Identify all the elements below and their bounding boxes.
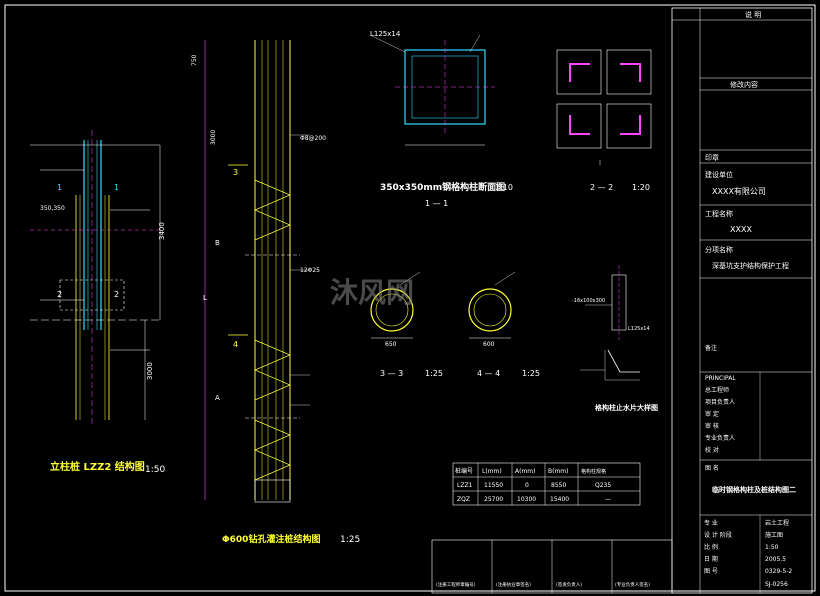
revisions-title: 修改内容 — [730, 80, 758, 89]
scale-4-4: 1:25 — [522, 369, 540, 378]
section-4: 4 — [233, 340, 238, 349]
notes-title: 说 明 — [745, 10, 761, 19]
drawing-border — [4, 4, 816, 592]
unit-label: 建设单位 — [705, 170, 733, 179]
table-cell-0-2: 0 — [525, 482, 529, 489]
table-cell-0-0: LZZ1 — [457, 482, 473, 489]
label-2-2: 2 — 2 — [590, 183, 613, 192]
dim-350: 350,350 — [40, 205, 65, 212]
label-1-1: 1 — 1 — [425, 199, 448, 208]
table-header-4: 格构柱规格 — [581, 468, 606, 475]
table-header-1: L(mm) — [482, 468, 502, 475]
section-350-drawing — [369, 34, 495, 146]
dim-750: 750 — [191, 54, 198, 66]
title-block — [671, 7, 813, 594]
table-cell-1-0: ZQZ — [457, 496, 470, 503]
subitem-label: 分项名称 — [705, 245, 733, 254]
table-header-0: 桩编号 — [455, 467, 473, 475]
section-2-left: 2 — [57, 290, 62, 299]
table-cell-1-1: 25700 — [484, 496, 503, 503]
bottom-value-1: 施工图 — [765, 531, 783, 539]
role-3: 审 定 — [705, 410, 719, 418]
footer-strip — [431, 539, 673, 594]
role-5: 专业负责人 — [705, 434, 735, 442]
role-0: PRINCIPAL — [705, 375, 736, 382]
table-cell-0-3: 8550 — [551, 482, 566, 489]
section-2-2-drawing — [556, 49, 652, 165]
title-section-350: 350x350mm钢格构柱断面图 — [380, 181, 505, 193]
role-2: 项目负责人 — [705, 398, 735, 406]
label-3-3: 3 — 3 — [380, 369, 403, 378]
label-4-4: 4 — 4 — [477, 369, 500, 378]
lzz2-elevation — [30, 130, 161, 425]
dim-3000-b: 3000 — [210, 130, 217, 145]
bottom-value-3: 2005.5 — [765, 556, 786, 563]
footer-cell-3: (专业负责人签名) — [615, 581, 650, 588]
rebar-label: 12Φ25 — [300, 267, 320, 274]
unit-value: XXXX有限公司 — [712, 186, 766, 196]
title-detail: 格构柱止水片大样图 — [595, 403, 658, 412]
dim-3400: 3400 — [158, 222, 166, 240]
watermark: 沐风网 — [330, 276, 414, 309]
project-label: 工程名称 — [705, 209, 733, 218]
bottom-label-3: 日 期 — [704, 555, 718, 563]
scale-2-2: 1:20 — [632, 183, 650, 192]
table-cell-1-4: — — [605, 496, 611, 503]
section-3: 3 — [233, 168, 238, 177]
project-value: XXXX — [730, 225, 752, 234]
role-6: 校 对 — [705, 446, 719, 454]
dim-b: B — [215, 239, 220, 247]
role-4: 审 核 — [705, 422, 719, 430]
plate-label: -16x100x300 — [572, 298, 605, 304]
section-1-left: 1 — [57, 183, 62, 192]
footer-cell-1: (注册执业章签名) — [496, 581, 531, 588]
bottom-label-4: 图 号 — [704, 568, 718, 575]
footer-cell-0: (注册工程师章编号) — [436, 581, 476, 588]
subitem-value: 深基坑支护结构保护工程 — [712, 261, 789, 270]
bored-pile-elevation — [204, 40, 310, 503]
bottom-label-2: 比 例 — [704, 543, 718, 551]
bottom-value-2: 1:50 — [765, 544, 779, 551]
scale-3-3: 1:25 — [425, 369, 443, 378]
remark-label: 备注 — [705, 344, 717, 352]
pile-table — [452, 462, 641, 506]
section-2-right: 2 — [114, 290, 119, 299]
dim-a: A — [215, 394, 220, 402]
dim-600: 600 — [483, 341, 495, 348]
bottom-label-1: 设 计 阶段 — [704, 531, 732, 539]
table-cell-1-3: 15400 — [550, 496, 569, 503]
bottom-label-0: 专 业 — [704, 519, 718, 527]
bottom-value-5: SJ-0256 — [765, 581, 788, 588]
table-cell-0-4: Q235 — [595, 482, 611, 489]
section-1-right: 1 — [114, 183, 119, 192]
scale-section-350: 1:10 — [495, 183, 513, 192]
section-circles — [370, 271, 516, 339]
dim-l: L — [203, 294, 207, 302]
bottom-value-0: 岩土工程 — [765, 519, 789, 527]
footer-cell-2: (签发负责人) — [556, 581, 582, 588]
bottom-value-4: 0329-5-2 — [765, 568, 792, 575]
table-header-2: A(mm) — [515, 468, 535, 475]
title-bore: Φ600钻孔灌注桩结构图 — [222, 533, 320, 545]
role-1: 总工程师 — [705, 386, 729, 394]
l125-detail: L125x14 — [628, 326, 650, 332]
table-cell-0-1: 11550 — [484, 482, 503, 489]
dim-3000: 3000 — [146, 362, 154, 380]
stirrup-label: Φ8@200 — [300, 135, 326, 142]
scale-bore: 1:25 — [340, 535, 360, 545]
table-cell-1-2: 10300 — [517, 496, 536, 503]
drawing-title-label: 图 名 — [705, 464, 719, 472]
dim-650: 650 — [385, 341, 397, 348]
l125-label: L125x14 — [370, 30, 401, 38]
drawing-title: 临时钢格构柱及桩结构图二 — [712, 485, 796, 494]
scale-lzz2: 1:50 — [145, 465, 165, 475]
table-header-3: B(mm) — [548, 468, 569, 475]
title-lzz2: 立柱桩 LZZ2 结构图 — [50, 460, 145, 473]
waterstop-detail — [580, 265, 640, 381]
stamp-label: 印章 — [705, 153, 719, 162]
